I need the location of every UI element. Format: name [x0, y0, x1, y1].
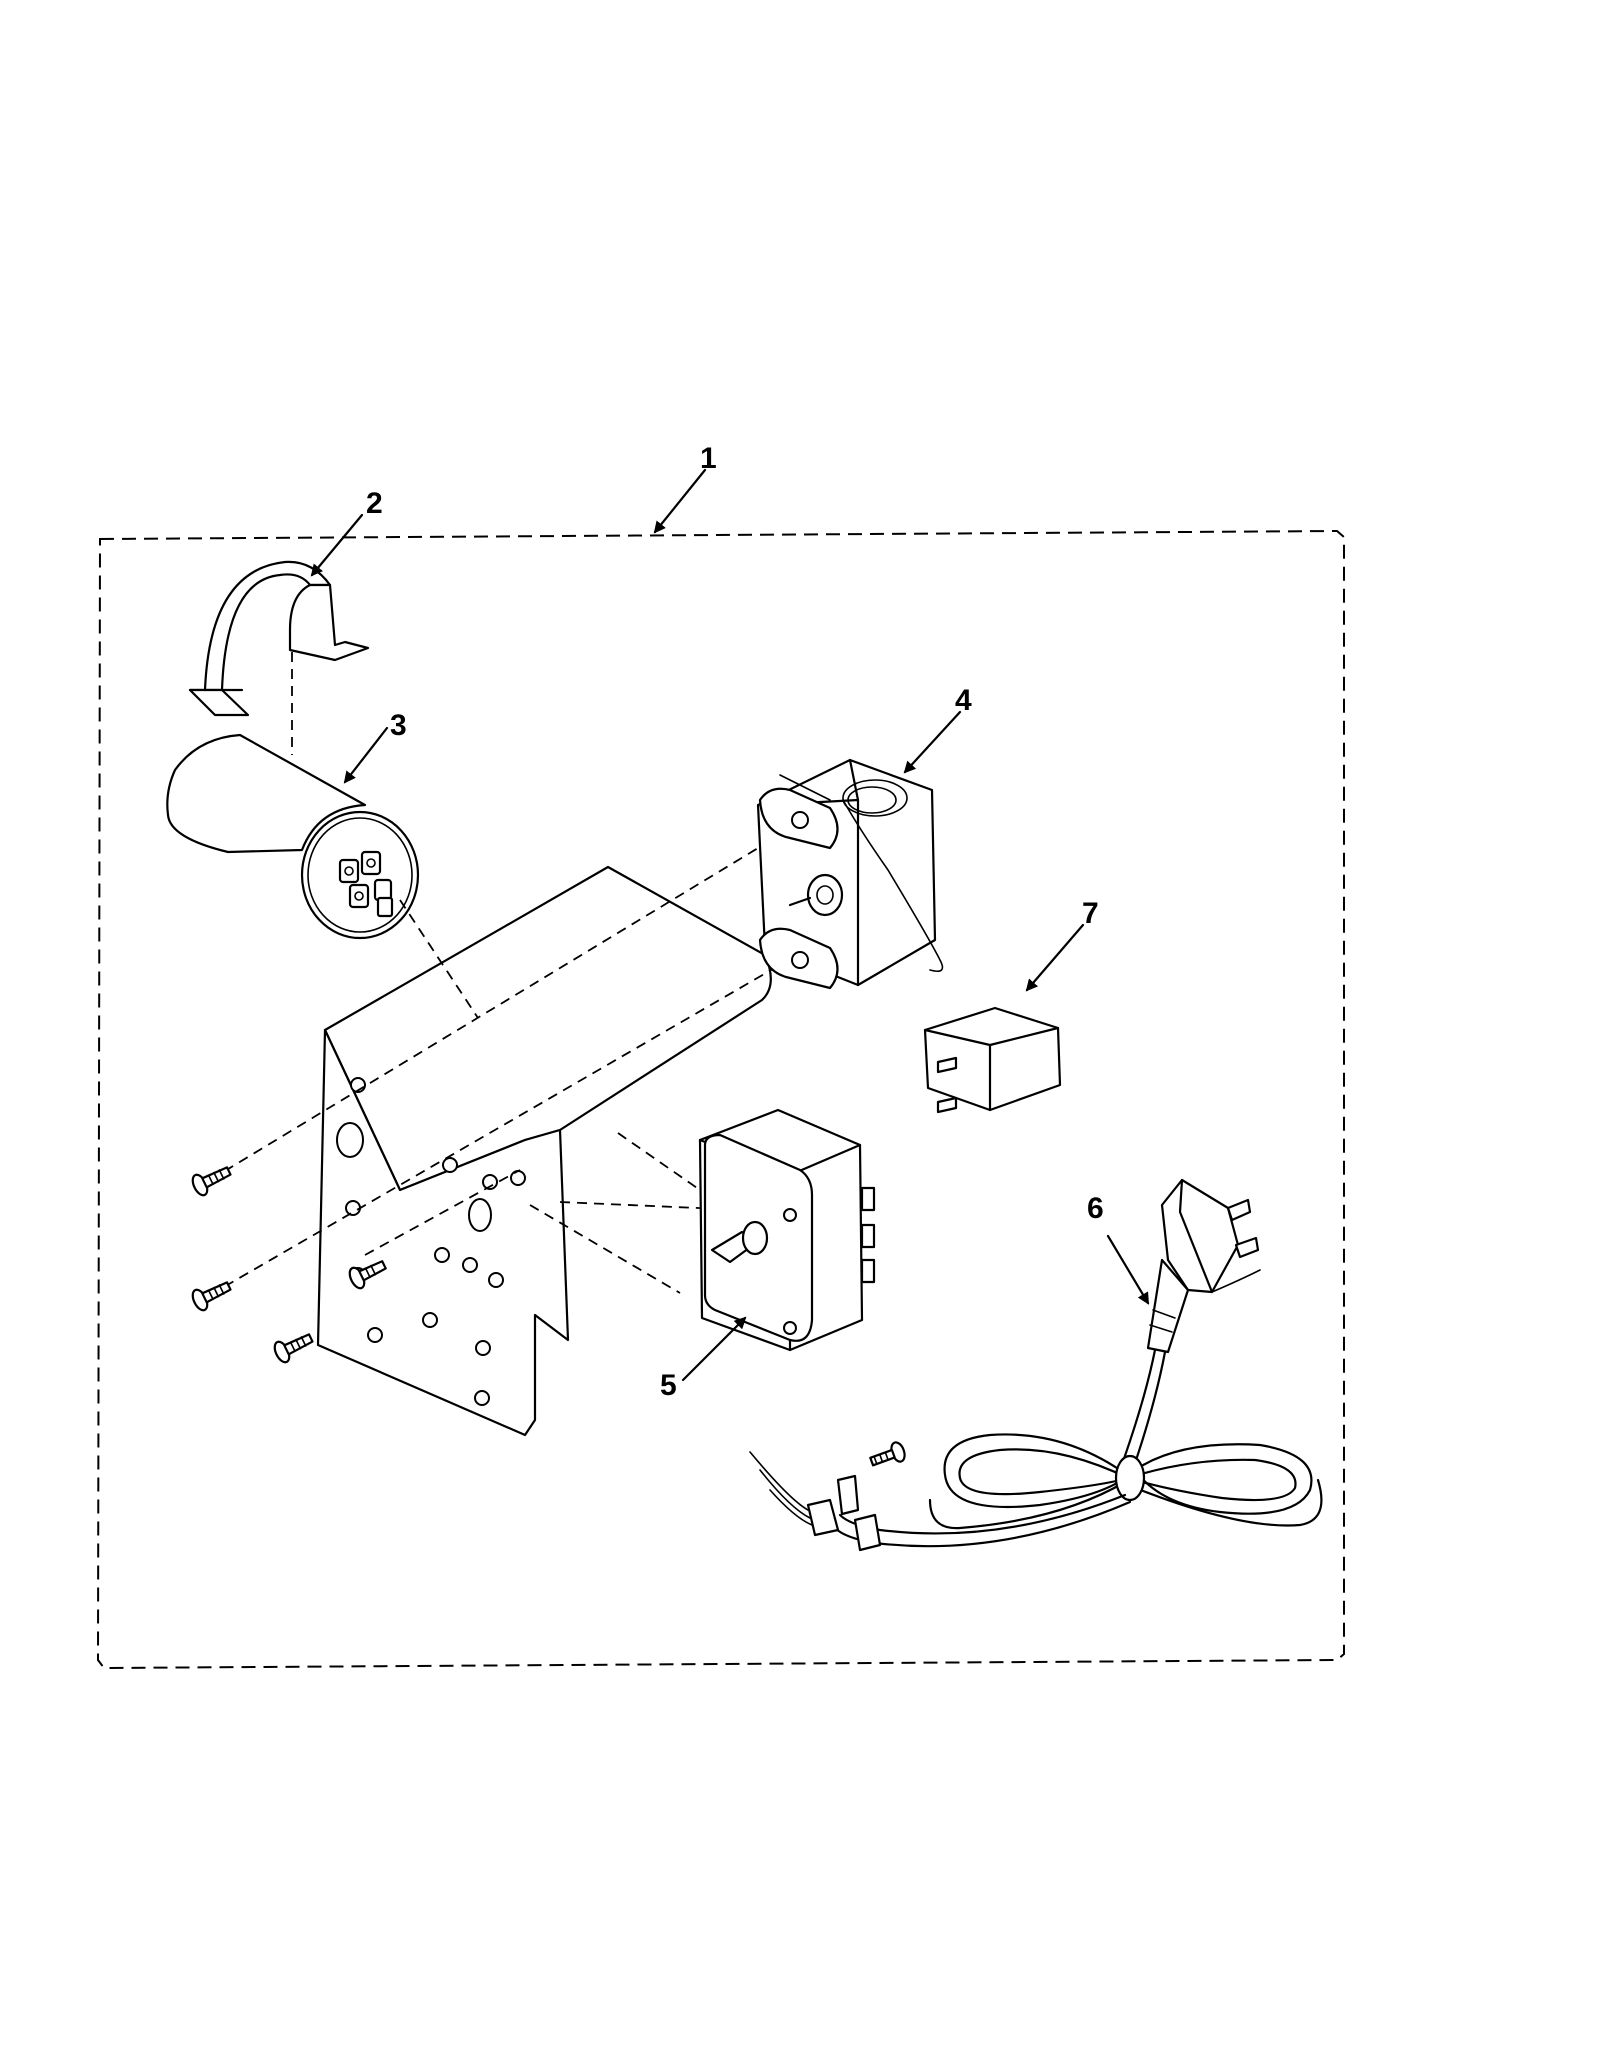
run-capacitor-part — [166, 733, 420, 940]
callout-1: 1 — [700, 442, 717, 475]
callout-2: 2 — [366, 487, 383, 520]
thermostat-part — [756, 758, 944, 990]
power-cord-part — [749, 1178, 1323, 1552]
callout-3: 3 — [390, 709, 407, 742]
callout-5: 5 — [660, 1369, 677, 1402]
callout-7: 7 — [1082, 897, 1099, 930]
capacitor-strap-part — [188, 560, 370, 717]
relay-part — [923, 1006, 1062, 1114]
callout-4: 4 — [955, 684, 972, 717]
assembly-boundary — [96, 529, 1345, 1670]
callout-6: 6 — [1087, 1192, 1104, 1225]
screws — [191, 1166, 387, 1364]
timer-part — [698, 1108, 876, 1352]
